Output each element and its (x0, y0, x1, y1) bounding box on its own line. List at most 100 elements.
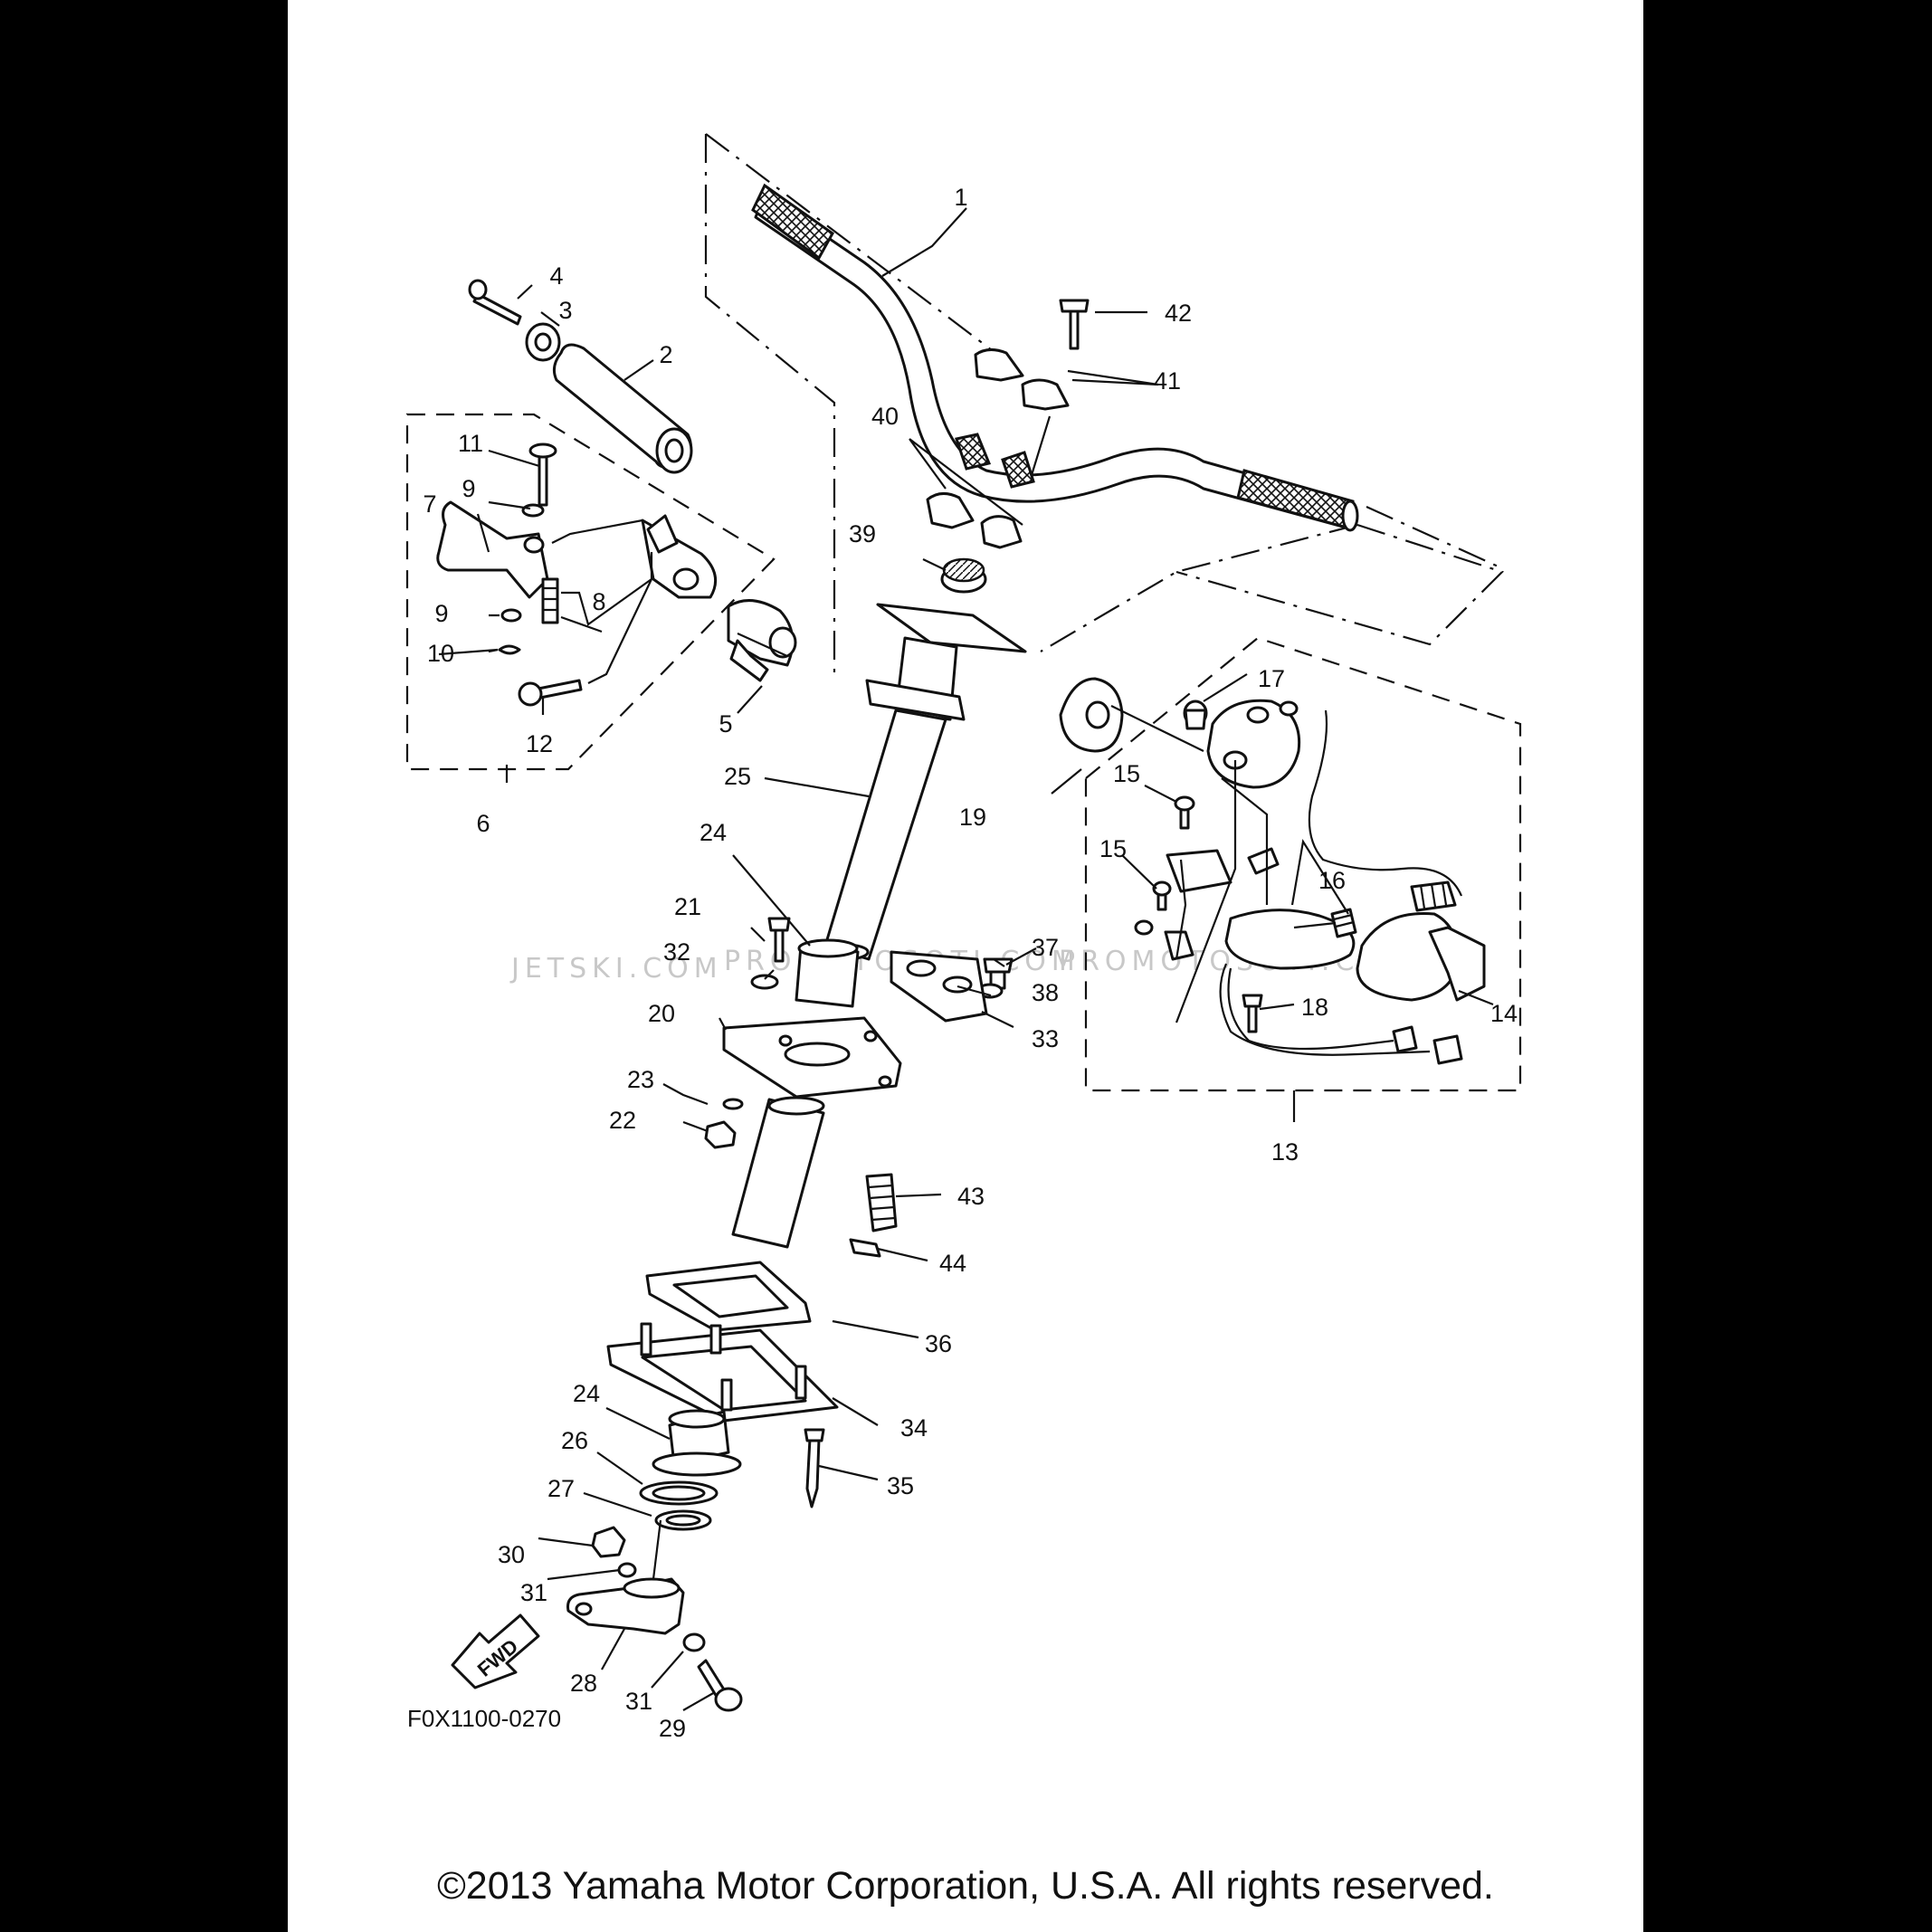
handlebar (751, 183, 1359, 532)
callout-21: 21 (674, 893, 701, 920)
callout-43: 43 (957, 1183, 985, 1210)
callout-32: 32 (663, 938, 690, 966)
callout-4: 4 (549, 262, 563, 290)
callout-16: 16 (1318, 867, 1346, 894)
callout-31b: 31 (625, 1688, 652, 1715)
callout-38: 38 (1032, 979, 1059, 1006)
callout-7: 7 (423, 490, 436, 518)
spring-43 (865, 1173, 898, 1232)
washer-26 (639, 1480, 719, 1506)
callout-9b: 9 (434, 600, 448, 627)
watermark-1: JETSKI.COM (509, 953, 723, 985)
diagram-code: F0X1100-0270 (407, 1705, 561, 1732)
callout-5: 5 (719, 710, 732, 738)
switch-spring-16 (1330, 908, 1357, 938)
washer-27 (654, 1509, 712, 1531)
lower-handlebar-holders (926, 492, 1023, 549)
switch-knob-17 (1183, 700, 1208, 730)
callout-41: 41 (1154, 367, 1181, 395)
switch-leaders (1110, 705, 1349, 1023)
callout-36: 36 (925, 1330, 952, 1357)
lever-assembly-frame (405, 413, 776, 771)
washer-23 (722, 1098, 744, 1110)
cable-holder-33 (890, 950, 988, 1023)
clip-44 (849, 1238, 881, 1258)
copyright-notice: ©2013 Yamaha Motor Corporation, U.S.A. A… (437, 1864, 1494, 1908)
lever-leaders (438, 449, 788, 715)
bolt-37 (983, 957, 1014, 990)
callout-15a: 15 (1113, 760, 1140, 787)
callout-2: 2 (659, 341, 672, 368)
bolt-29 (697, 1659, 743, 1712)
switch-wiring (1219, 709, 1463, 1065)
callout-23: 23 (627, 1066, 654, 1093)
lever-spring (541, 577, 559, 624)
callout-44: 44 (939, 1250, 966, 1277)
throttle-lever (436, 500, 549, 599)
callout-9a: 9 (462, 475, 475, 502)
steering-shaft (823, 603, 1027, 961)
switch-assembly-frame (1084, 636, 1522, 1092)
throttle-housing (641, 514, 718, 599)
lever-pin (528, 443, 557, 507)
engine-stop-switch-14 (1356, 911, 1486, 1002)
callout-31a: 31 (520, 1579, 547, 1606)
callout-25: 25 (724, 763, 751, 790)
callout-29: 29 (659, 1715, 686, 1742)
callout-12: 12 (526, 730, 553, 757)
callout-20: 20 (648, 1000, 675, 1027)
callout-24a: 24 (700, 819, 727, 846)
callout-13: 13 (1271, 1138, 1299, 1166)
nut-22 (704, 1120, 737, 1149)
callout-42: 42 (1165, 300, 1192, 327)
switch-housing-19 (1059, 677, 1124, 753)
callout-39: 39 (849, 520, 876, 547)
callout-18: 18 (1301, 994, 1328, 1021)
forward-direction-arrow: FWD (451, 1613, 540, 1689)
callout-6: 6 (476, 810, 490, 837)
plate-34 (606, 1322, 839, 1423)
callout-37: 37 (1032, 934, 1059, 961)
switch-spring (1247, 847, 1457, 912)
handlebar-holder-bolt (1059, 299, 1090, 350)
throttle-cable-end (727, 599, 797, 682)
plate-bolt-21 (767, 917, 791, 963)
callout-35: 35 (887, 1472, 914, 1499)
switch-screws-15 (1134, 795, 1195, 936)
grip-end-bolt (468, 279, 522, 326)
lever-screw (518, 679, 583, 707)
switch-screw-18 (1242, 994, 1263, 1033)
washer-31-upper (617, 1562, 637, 1578)
callout-14: 14 (1490, 1000, 1518, 1027)
nut-30 (591, 1526, 626, 1558)
washer-31-lower (682, 1632, 706, 1652)
grip-end-cap (525, 322, 561, 362)
steering-arm (566, 1577, 685, 1635)
callout-15b: 15 (1099, 835, 1127, 862)
callout-40: 40 (871, 403, 899, 430)
steering-nut (940, 557, 987, 594)
callout-33: 33 (1032, 1025, 1059, 1052)
callout-19: 19 (959, 804, 986, 831)
callout-26: 26 (561, 1427, 588, 1454)
holder-leaders (909, 369, 1159, 526)
callout-1: 1 (954, 184, 967, 211)
callout-10: 10 (427, 640, 454, 667)
callout-27: 27 (547, 1475, 575, 1502)
callout-17: 17 (1258, 665, 1285, 692)
grip (552, 343, 693, 474)
upper-bracket-plate (722, 1016, 902, 1099)
handlebar-reference-frame (704, 133, 1505, 674)
switch-cover (1206, 699, 1301, 789)
washer-32 (750, 974, 779, 990)
callout-30: 30 (498, 1541, 525, 1568)
callout-leaders (476, 207, 1494, 1711)
callout-24b: 24 (573, 1380, 600, 1407)
upper-bushing (795, 938, 860, 1008)
lower-shaft (731, 1096, 825, 1249)
callout-3: 3 (558, 297, 572, 324)
callout-28: 28 (570, 1670, 597, 1697)
callout-11: 11 (458, 430, 483, 457)
callout-labels: 1 2 3 4 5 6 7 8 9 9 10 11 12 13 14 15 15… (423, 184, 1518, 1742)
